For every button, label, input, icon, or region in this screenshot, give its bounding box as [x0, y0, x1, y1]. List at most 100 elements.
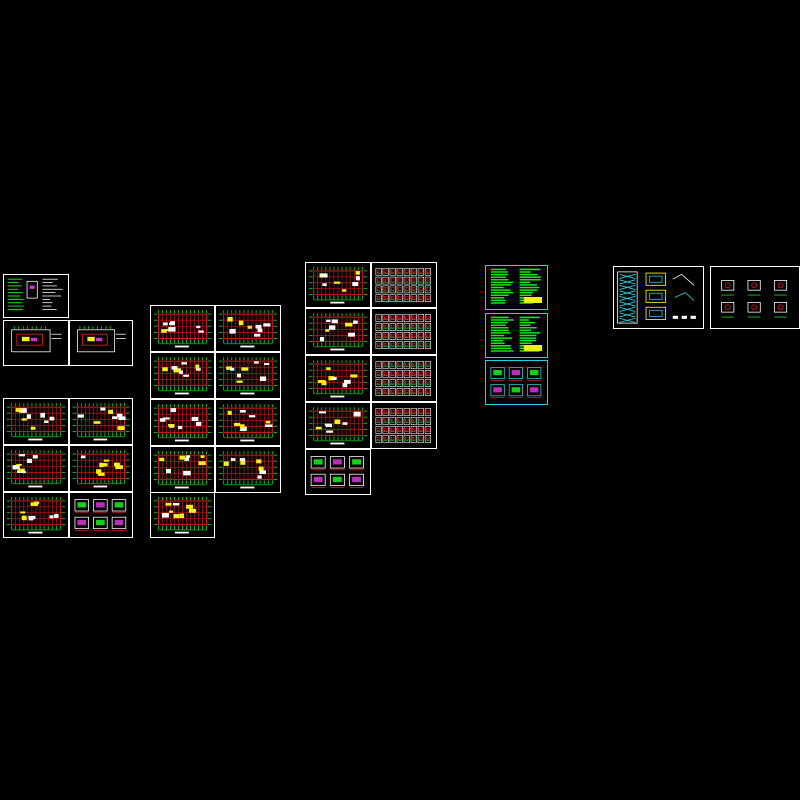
detail-cell — [389, 426, 396, 434]
drawing-sheet-g2-s4[interactable] — [215, 352, 281, 399]
detail-cell — [396, 285, 403, 294]
room-mark — [80, 455, 86, 459]
section-rebar — [405, 436, 409, 441]
legend-highlight — [523, 296, 543, 303]
detail-fill — [352, 476, 362, 483]
drawing-sheet-g3-s3[interactable] — [305, 308, 371, 355]
detail-cell — [375, 285, 382, 294]
room-mark — [179, 513, 185, 519]
section-rebar — [398, 333, 402, 338]
drawing-sheet-g1-s6[interactable] — [3, 445, 69, 492]
room-mark — [18, 454, 26, 457]
drawing-sheet-g5-s1[interactable] — [613, 266, 704, 329]
room-mark — [248, 415, 256, 418]
room-mark — [321, 381, 327, 386]
detail-cell — [396, 435, 403, 443]
room-mark — [315, 426, 322, 430]
room-mark — [264, 362, 270, 366]
room-mark — [265, 424, 273, 428]
drawing-sheet-g2-s2[interactable] — [215, 305, 281, 352]
room-mark — [173, 368, 182, 373]
room-mark — [256, 459, 262, 464]
drawing-sheet-g3-s2[interactable] — [371, 262, 437, 308]
detail-cell — [424, 417, 431, 425]
room-mark — [162, 322, 168, 326]
drawing-sheet-g2-s8[interactable] — [215, 446, 281, 493]
section-rebar — [376, 409, 381, 414]
section-rebar — [426, 269, 430, 273]
drawing-sheet-g1-s7[interactable] — [69, 445, 133, 492]
room-mark — [227, 410, 232, 415]
detail-fill — [511, 370, 521, 376]
drawing-sheet-g1-s3[interactable] — [69, 320, 133, 366]
drawing-sheet-g2-s9[interactable] — [150, 492, 215, 538]
drawing-sheet-g5-s2[interactable] — [710, 266, 800, 329]
section-rebar — [412, 287, 416, 291]
site-mark — [87, 336, 95, 342]
drawing-sheet-g4-s3[interactable] — [485, 360, 548, 405]
detail-cell — [410, 370, 417, 378]
room-mark — [21, 515, 27, 521]
drawing-sheet-g1-s9[interactable] — [69, 492, 133, 538]
drawing-sheet-g3-s6[interactable] — [371, 355, 437, 402]
title-mark — [28, 531, 43, 534]
detail-frame — [93, 499, 108, 512]
detail-cell — [410, 408, 417, 416]
sheet-graphics — [308, 407, 368, 445]
drawing-sheet-g3-s4[interactable] — [371, 308, 437, 355]
drawing-sheet-g3-s1[interactable] — [305, 262, 371, 308]
drawing-sheet-g1-s1[interactable] — [3, 274, 69, 318]
detail-cell — [410, 285, 417, 294]
stair-plan — [645, 306, 667, 320]
section-rebar — [426, 418, 430, 423]
title-mark — [174, 392, 189, 395]
drawing-sheet-g4-s2[interactable] — [485, 313, 548, 358]
detail-frame — [490, 384, 505, 397]
room-mark — [99, 462, 104, 468]
detail-cell — [403, 388, 410, 396]
detail-cell — [424, 426, 431, 434]
section-rebar — [405, 409, 409, 414]
drawing-sheet-g1-s2[interactable] — [3, 320, 69, 366]
drawing-sheet-g1-s5[interactable] — [69, 398, 133, 445]
detail-cell — [403, 435, 410, 443]
room-mark — [40, 412, 45, 418]
room-mark — [265, 420, 271, 424]
section-rebar — [412, 333, 416, 338]
drawing-sheet-g3-s9[interactable] — [305, 449, 371, 495]
drawing-sheet-g4-s1[interactable] — [485, 265, 548, 310]
drawing-sheet-g2-s5[interactable] — [150, 399, 215, 446]
drawing-sheet-g3-s7[interactable] — [305, 402, 371, 449]
detail-frame — [349, 456, 364, 469]
section-rebar — [419, 427, 423, 432]
stair-plan-inner — [649, 309, 663, 317]
section-rebar — [426, 333, 430, 338]
detail-frame — [111, 499, 127, 512]
detail-cell — [424, 332, 431, 340]
room-mark — [20, 511, 26, 514]
room-mark — [188, 508, 197, 513]
room-mark — [54, 514, 59, 518]
drawing-sheet-g2-s7[interactable] — [150, 446, 215, 493]
sheet-graphics — [72, 403, 130, 441]
drawing-sheet-g1-s8[interactable] — [3, 492, 69, 538]
detail-cell — [403, 426, 410, 434]
detail-cell — [375, 370, 382, 378]
section-rebar — [376, 362, 381, 367]
drawing-sheet-g2-s1[interactable] — [150, 305, 215, 352]
section-rebar — [419, 380, 423, 385]
section-line — [672, 273, 695, 286]
detail-cell — [396, 426, 403, 434]
section-rebar — [405, 342, 409, 347]
section-rebar — [390, 324, 395, 329]
drawing-sheet-g3-s5[interactable] — [305, 355, 371, 402]
room-mark — [168, 326, 176, 332]
drawing-sheet-g2-s6[interactable] — [215, 399, 281, 446]
detail-cell — [389, 370, 396, 378]
drawing-sheet-g1-s4[interactable] — [3, 398, 69, 445]
drawing-sheet-g2-s3[interactable] — [150, 352, 215, 399]
room-mark — [322, 283, 327, 287]
drawing-sheet-g3-s8[interactable] — [371, 402, 437, 449]
sheet-graphics — [11, 326, 62, 353]
